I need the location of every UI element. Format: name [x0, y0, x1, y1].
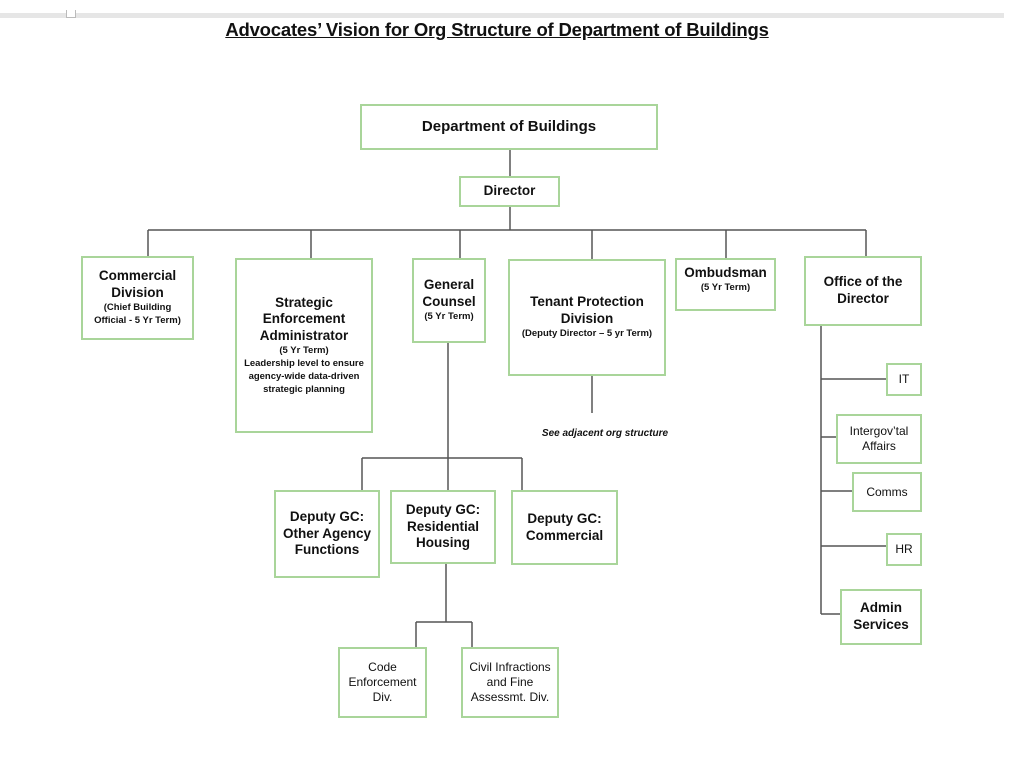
adjacent-org-note: See adjacent org structure	[541, 428, 669, 439]
deputy-residential-line3: Housing	[416, 535, 470, 551]
commercial-name-line2: Division	[111, 285, 164, 301]
admin-line2: Services	[853, 617, 909, 632]
department-label: Department of Buildings	[421, 117, 597, 135]
document-top-bar	[0, 13, 1004, 18]
general-counsel-line2: Counsel	[422, 294, 476, 310]
tenant-term: (Deputy Director – 5 yr Term)	[521, 327, 653, 339]
office-name-line1: Office of the	[823, 274, 903, 290]
ombudsman-label: Ombudsman	[684, 265, 767, 280]
deputy-residential-line2: Residential	[406, 518, 480, 534]
strategic-desc-line2: agency-wide data-driven	[248, 370, 360, 382]
office-of-director-box: Office of the Director	[804, 256, 922, 326]
deputy-residential-line1: Deputy GC:	[405, 501, 481, 517]
civil-infractions-box: Civil Infractions and Fine Assessmt. Div…	[461, 647, 559, 718]
office-name-line2: Director	[837, 291, 889, 306]
deputy-other-line2: Other Agency	[282, 525, 372, 541]
deputy-other-line3: Functions	[294, 542, 360, 558]
admin-line1: Admin	[860, 600, 902, 616]
strategic-name-line2: Enforcement	[262, 311, 346, 327]
tenant-name-line2: Division	[560, 311, 614, 327]
civil-infractions-line2: and Fine	[486, 675, 534, 689]
strategic-desc-line1: Leadership level to ensure	[244, 358, 364, 369]
intergov-affairs-box: Intergov’tal Affairs	[836, 414, 922, 464]
strategic-desc-line3: strategic planning	[263, 383, 345, 395]
general-counsel-term: (5 Yr Term)	[424, 310, 474, 322]
hr-label: HR	[895, 542, 913, 556]
general-counsel-box: General Counsel (5 Yr Term)	[412, 258, 486, 343]
intergov-line2: Affairs	[862, 439, 896, 453]
comms-label: Comms	[866, 484, 908, 499]
commercial-name-line1: Commercial	[98, 268, 177, 284]
commercial-sub-line2: Official - 5 Yr Term)	[94, 314, 181, 326]
director-box: Director	[459, 176, 560, 207]
diagram-title: Advocates’ Vision for Org Structure of D…	[225, 19, 769, 40]
ombudsman-term: (5 Yr Term)	[700, 281, 751, 293]
department-of-buildings-box: Department of Buildings	[360, 104, 658, 150]
tenant-name-line1: Tenant Protection	[530, 294, 644, 310]
deputy-commercial-line2: Commercial	[525, 527, 604, 543]
code-enforcement-line1: Code	[368, 660, 397, 674]
commercial-sub-line1: (Chief Building	[103, 302, 172, 314]
intergov-line1: Intergov’tal	[849, 424, 909, 438]
strategic-enforcement-box: Strategic Enforcement Administrator (5 Y…	[235, 258, 373, 433]
general-counsel-line1: General	[423, 277, 475, 293]
deputy-gc-residential-box: Deputy GC: Residential Housing	[390, 490, 496, 564]
code-enforcement-line2: Enforcement	[348, 675, 417, 689]
code-enforcement-box: Code Enforcement Div.	[338, 647, 427, 718]
civil-infractions-line3: Assessmt. Div.	[470, 690, 550, 704]
deputy-other-line1: Deputy GC:	[289, 508, 365, 524]
hr-box: HR	[886, 533, 922, 566]
ombudsman-box: Ombudsman (5 Yr Term)	[675, 258, 776, 311]
strategic-name-line3: Administrator	[259, 328, 349, 344]
deputy-gc-other-box: Deputy GC: Other Agency Functions	[274, 490, 380, 578]
admin-services-box: Admin Services	[840, 589, 922, 645]
tenant-protection-box: Tenant Protection Division (Deputy Direc…	[508, 259, 666, 376]
page-corner-marker	[66, 10, 76, 18]
commercial-division-box: Commercial Division (Chief Building Offi…	[81, 256, 194, 340]
comms-box: Comms	[852, 472, 922, 512]
it-label: IT	[898, 372, 910, 386]
deputy-commercial-line1: Deputy GC:	[527, 510, 602, 526]
civil-infractions-line1: Civil Infractions	[469, 660, 551, 674]
it-box: IT	[886, 363, 922, 396]
strategic-term: (5 Yr Term)	[279, 345, 329, 357]
director-label: Director	[483, 183, 536, 199]
code-enforcement-line3: Div.	[372, 690, 393, 704]
deputy-gc-commercial-box: Deputy GC: Commercial	[511, 490, 618, 565]
strategic-name-line1: Strategic	[275, 294, 333, 310]
